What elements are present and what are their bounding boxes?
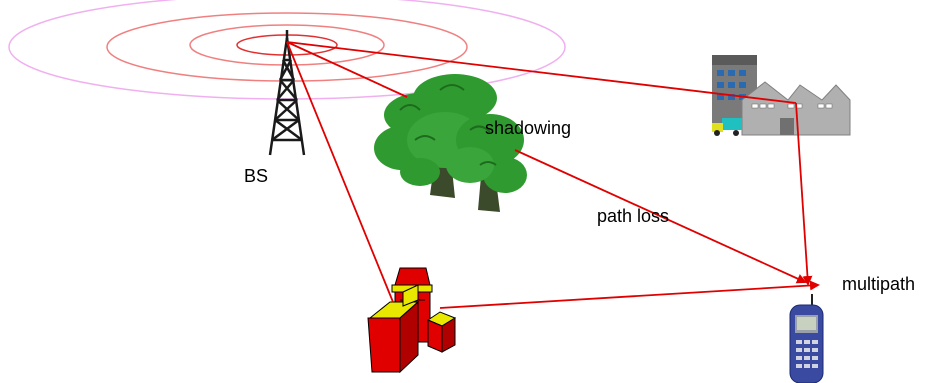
multipath-label: multipath — [842, 274, 915, 294]
path-bs-to-red-buildings — [286, 41, 394, 303]
path-red-buildings-to-phone — [439, 280, 820, 309]
path-bs-to-tree — [286, 41, 408, 98]
bs-label: BS — [244, 166, 268, 186]
red-buildings-icon — [367, 267, 457, 374]
tree-icon — [374, 74, 527, 212]
mobile-phone-icon — [789, 294, 824, 383]
path-building-to-phone — [795, 102, 813, 286]
path-loss-label: path loss — [597, 206, 669, 226]
ring-large — [106, 12, 468, 82]
path-tree-to-phone — [514, 149, 807, 284]
shadowing-label: shadowing — [485, 118, 571, 138]
signal-paths — [286, 41, 820, 309]
base-station-tower-icon — [268, 30, 306, 156]
path-bs-to-building — [286, 41, 797, 104]
